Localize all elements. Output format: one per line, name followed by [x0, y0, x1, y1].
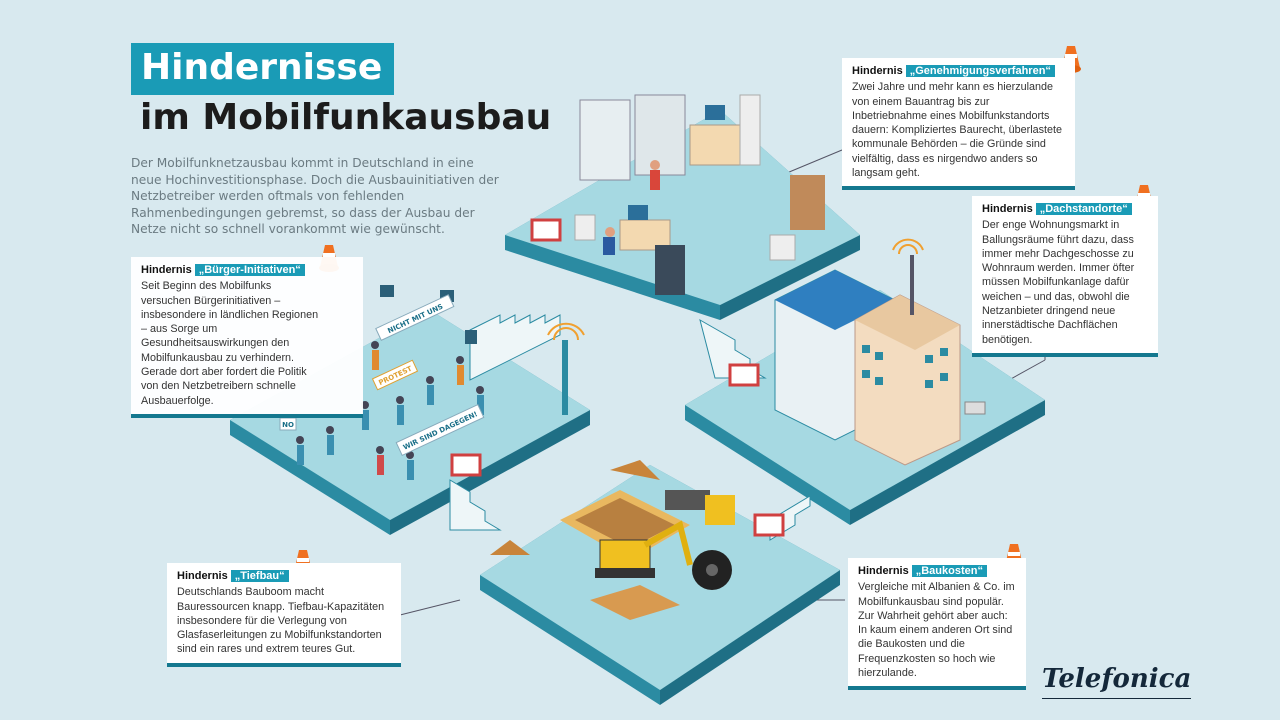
- box-tiefbau: Hindernis„Tiefbau“ Deutschlands Bauboom …: [167, 563, 401, 667]
- box-text: Seit Beginn des Mobilfunks versuchen Bür…: [141, 280, 319, 407]
- box-tag: „Tiefbau“: [230, 570, 289, 582]
- box-prefix: Hindernis: [852, 65, 903, 77]
- box-text: Vergleiche mit Albanien & Co. im Mobilfu…: [858, 581, 1015, 680]
- office-scene: [574, 94, 825, 295]
- antenna-icons: [547, 238, 924, 415]
- box-tag: „Dachstandorte“: [1035, 203, 1132, 215]
- box-prefix: Hindernis: [858, 565, 909, 577]
- box-prefix: Hindernis: [141, 264, 192, 276]
- box-tag: „Bürger-Initiativen“: [194, 264, 305, 276]
- sign-no: NO: [282, 421, 294, 429]
- box-tag: „Baukosten“: [911, 565, 987, 577]
- buildings-scene: [774, 255, 986, 466]
- box-prefix: Hindernis: [177, 570, 228, 582]
- box-prefix: Hindernis: [982, 203, 1033, 215]
- intro-text: Der Mobilfunknetzausbau kommt in Deutsch…: [131, 156, 499, 236]
- title-line-2: im Mobilfunkausbau: [140, 97, 552, 138]
- platform-bottom: [480, 465, 840, 705]
- box-dachstandorte: Hindernis„Dachstandorte“ Der enge Wohnun…: [972, 196, 1158, 357]
- box-text: Deutschlands Bauboom macht Bauressourcen…: [177, 586, 385, 656]
- barrier-icons: [450, 218, 785, 537]
- box-buerger-initiativen: Hindernis„Bürger-Initiativen“ Seit Begin…: [131, 257, 363, 418]
- box-text: Der enge Wohnungsmarkt in Ballungsräume …: [982, 219, 1135, 346]
- title-line-1: Hindernisse: [131, 43, 395, 95]
- box-genehmigungsverfahren: Hindernis„Genehmigungsverfahren“ Zwei Ja…: [842, 58, 1075, 191]
- construction-scene: [490, 460, 735, 620]
- box-baukosten: Hindernis„Baukosten“ Vergleiche mit Alba…: [848, 558, 1026, 691]
- box-text: Zwei Jahre und mehr kann es hierzulande …: [852, 81, 1063, 180]
- box-tag: „Genehmigungsverfahren“: [905, 65, 1055, 77]
- telefonica-logo: Telefonica: [1042, 664, 1192, 699]
